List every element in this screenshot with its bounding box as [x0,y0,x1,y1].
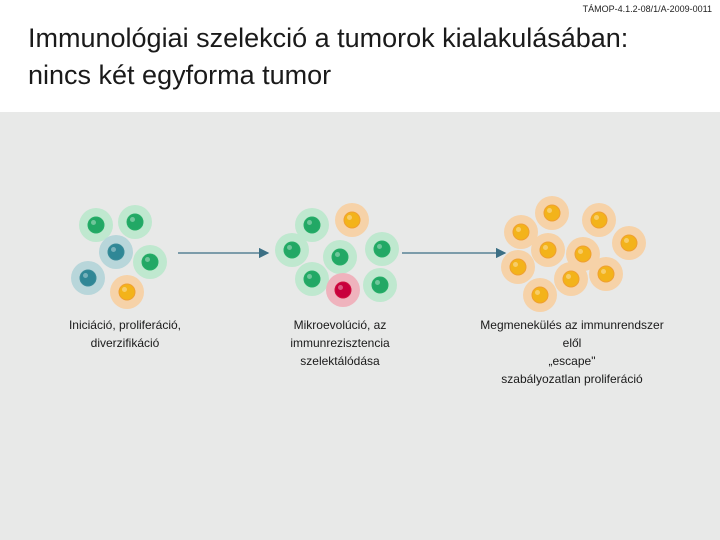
green-cell [275,233,309,267]
teal-cell [71,261,105,295]
orange-cell [589,257,623,291]
red-cell [326,273,360,307]
green-cell [295,208,329,242]
stage-3-caption-line: elől [562,336,582,350]
orange-cell [531,233,565,267]
orange-cell [582,203,616,237]
orange-cell [335,203,369,237]
green-cell [323,240,357,274]
stage-1-caption-line: diverzifikáció [90,336,160,350]
stage-2-caption-line: Mikroevolúció, az [293,318,387,332]
slide-header: TÁMOP-4.1.2-08/1/A-2009-0011 Immunológia… [0,0,720,112]
green-cell [79,208,113,242]
orange-cell [504,215,538,249]
green-cell [365,232,399,266]
green-cell [133,245,167,279]
project-code: TÁMOP-4.1.2-08/1/A-2009-0011 [582,4,712,14]
orange-cell [501,250,535,284]
stage-2-caption: Mikroevolúció, az immunrezisztencia szel… [255,316,425,370]
stage-3-caption-line: szabályozatlan proliferáció [501,372,643,386]
orange-cell [612,226,646,260]
orange-cell [554,262,588,296]
orange-cell [110,275,144,309]
slide-title: Immunológiai szelekció a tumorok kialaku… [28,20,708,94]
diagram-panel: Iniciáció, proliferáció, diverzifikáció … [0,112,720,540]
stage-1-caption: Iniciáció, proliferáció, diverzifikáció [40,316,210,352]
cell-diagram [71,196,646,312]
orange-cell [523,278,557,312]
green-cell [363,268,397,302]
stage-3-caption-line: Megmenekülés az immunrendszer [480,318,664,332]
stage-2-caption-line: szelektálódása [300,354,380,368]
stage-3-caption-line: „escape" [548,354,596,368]
stage-2-caption-line: immunrezisztencia [290,336,390,350]
orange-cell [535,196,569,230]
teal-cell [99,235,133,269]
title-line-1: Immunológiai szelekció a tumorok kialaku… [28,23,629,53]
green-cell [118,205,152,239]
green-cell [295,262,329,296]
title-line-2: nincs két egyforma tumor [28,60,332,90]
stage-1-caption-line: Iniciáció, proliferáció, [68,318,182,332]
stage-3-caption: Megmenekülés az immunrendszer elől „esca… [462,316,682,388]
